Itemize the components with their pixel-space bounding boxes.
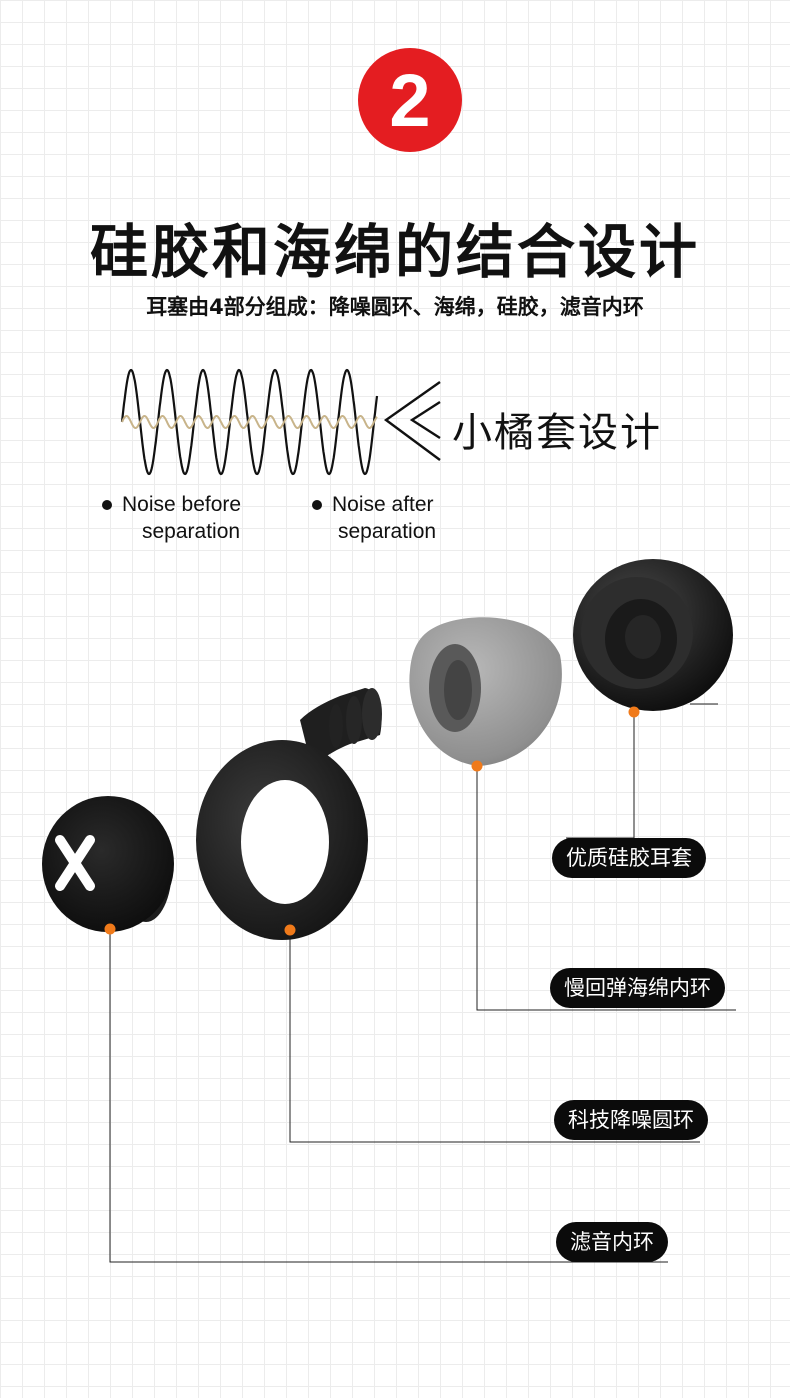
marker-dot-filter <box>104 923 116 935</box>
marker-dot-foam <box>471 760 483 772</box>
legend-bullet-icon <box>102 500 112 510</box>
silicone-ear-tip-image <box>573 559 733 711</box>
noise-wave-illustration <box>120 368 379 476</box>
callout-line-foam <box>476 766 736 1011</box>
legend-before-line2: separation <box>142 520 241 543</box>
legend-noise-after: Noise after separation <box>312 491 437 545</box>
noise-after-wave <box>121 414 378 430</box>
legend-noise-before: Noise before separation <box>102 491 242 545</box>
page-subtitle: 耳塞由4部分组成：降噪圆环、海绵，硅胶，滤音内环 <box>146 295 644 319</box>
noise-before-wave <box>120 368 379 476</box>
marker-dot-silicone <box>628 706 640 718</box>
legend-bullet-icon <box>312 500 322 510</box>
label-foam-ring: 慢回弹海绵内环 <box>550 968 725 1008</box>
legend-after-line2: separation <box>338 520 437 543</box>
marker-dot-ring <box>284 924 296 936</box>
legend-after-line1: Noise after <box>332 493 434 516</box>
label-noise-reduction-ring: 科技降噪圆环 <box>554 1100 708 1140</box>
label-filter-ring: 滤音内环 <box>556 1222 668 1262</box>
callout-line-filter <box>109 929 668 1263</box>
sound-filter-plug-image <box>42 796 174 932</box>
callout-line-ring <box>289 930 700 1143</box>
x-mark-icon <box>55 835 95 891</box>
chevron-left-icon <box>383 381 441 461</box>
label-silicone-ear-tip: 优质硅胶耳套 <box>552 838 706 878</box>
design-label: 小橘套设计 <box>452 410 662 456</box>
noise-reduction-ring-image <box>196 688 382 940</box>
page-title: 硅胶和海绵的结合设计 <box>89 218 700 286</box>
legend-before-line1: Noise before <box>122 493 242 516</box>
section-number-badge: 2 <box>358 48 462 152</box>
foam-tip-image <box>409 617 562 766</box>
